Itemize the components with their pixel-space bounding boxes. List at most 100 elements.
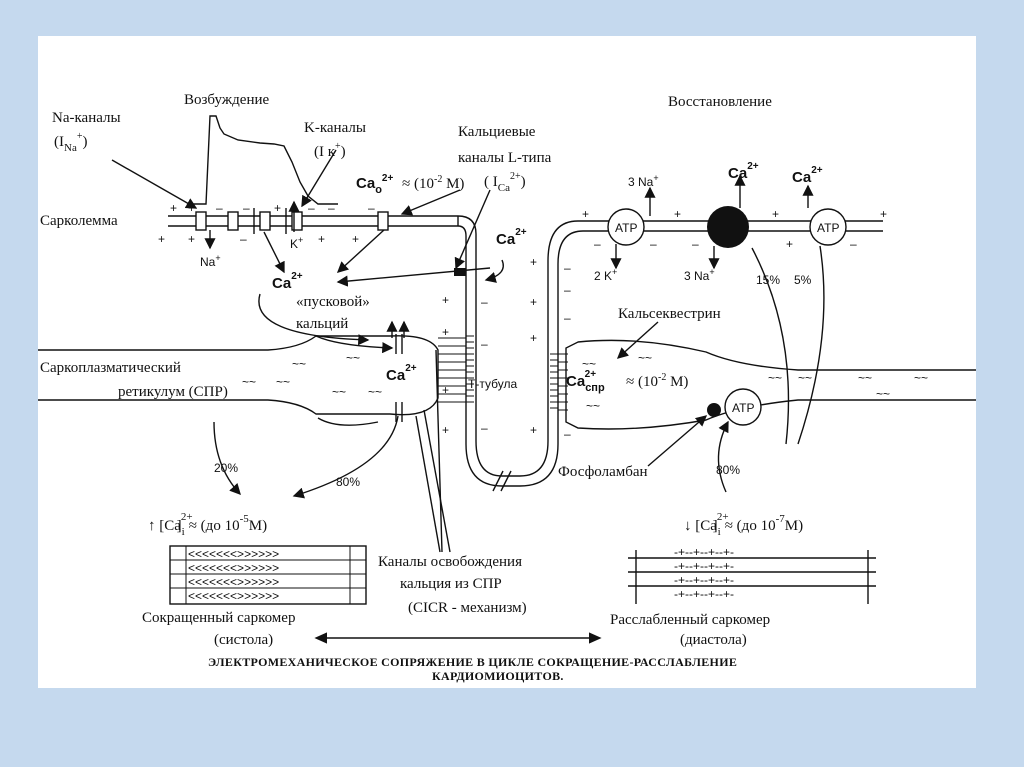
svg-text:+: + — [188, 232, 195, 246]
pct80-left-label: 80% — [336, 475, 360, 489]
svg-text:–: – — [243, 201, 250, 215]
svg-text:Na-каналы: Na-каналы — [52, 110, 121, 126]
pct20-label: 20% — [214, 461, 238, 475]
svg-text:+: + — [188, 201, 195, 215]
svg-text:-+--+--+--+-: -+--+--+--+- — [674, 587, 734, 601]
svg-text:<<<<<<<>>>>>>: <<<<<<<>>>>>> — [188, 575, 279, 589]
svg-text:–: – — [564, 311, 571, 325]
three-na-out-label: 3 Na+ — [628, 173, 659, 189]
svg-text:кальций: кальций — [296, 316, 348, 332]
svg-text:-+--+--+--+-: -+--+--+--+- — [674, 573, 734, 587]
ca-trigger-label: Ca2+ — [272, 271, 303, 292]
ca-high-label: ↑ [Ca2+]i≈ (до 10-5М) — [148, 511, 267, 538]
svg-text:–: – — [692, 237, 699, 251]
three-na-in-label: 3 Na+ — [684, 267, 715, 283]
svg-text:~~: ~~ — [276, 375, 290, 389]
svg-text:+: + — [530, 423, 537, 437]
svg-text:+: + — [318, 232, 325, 246]
t-tubule-label: Т-тубула — [468, 377, 517, 391]
svg-text:Расслабленный саркомер: Расслабленный саркомер — [610, 612, 770, 628]
svg-text:(I к+): (I к+) — [314, 141, 346, 160]
svg-text:~~: ~~ — [876, 387, 890, 401]
svg-text:~~: ~~ — [638, 351, 652, 365]
svg-text:≈ (10-2 М): ≈ (10-2 М) — [626, 372, 688, 390]
svg-text:+: + — [530, 255, 537, 269]
svg-text:↑ [Ca2+]i≈ (до 10-5М): ↑ [Ca2+]i≈ (до 10-5М) — [148, 511, 267, 538]
svg-text:+: + — [786, 237, 793, 251]
calsequestrin-label: Кальсеквестрин — [618, 306, 721, 322]
svg-text:–: – — [564, 427, 571, 441]
trigger-calcium-label: «пусковой» кальций — [296, 294, 370, 332]
svg-text:( ICa2+): ( ICa2+) — [484, 171, 526, 194]
svg-text:+: + — [582, 207, 589, 221]
svg-text:ретикулум (СПР): ретикулум (СПР) — [118, 384, 228, 400]
svg-text:~~: ~~ — [242, 375, 256, 389]
svg-text:~~: ~~ — [368, 385, 382, 399]
svg-text:–: – — [481, 337, 488, 351]
svg-text:+: + — [274, 201, 281, 215]
ca-spr-left-label: Ca2+ — [386, 363, 417, 384]
svg-text:+: + — [442, 293, 449, 307]
svg-text:Сокращенный саркомер: Сокращенный саркомер — [142, 610, 295, 626]
excitation-contraction-diagram: ++ –– +– –– ++ –+ + +– +– — [38, 92, 976, 683]
svg-text:-+--+--+--+-: -+--+--+--+- — [674, 545, 734, 559]
svg-text:+: + — [442, 383, 449, 397]
svg-text:<<<<<<<>>>>>>: <<<<<<<>>>>>> — [188, 589, 279, 603]
phospholamban-dot — [707, 403, 721, 417]
ca-low-label: ↓ [Ca2+]i≈ (до 10-7М) — [684, 511, 803, 538]
contracted-label: Сокращенный саркомер (систола) — [142, 610, 295, 648]
svg-text:Кальциевые: Кальциевые — [458, 124, 536, 140]
slide-panel: ++ –– +– –– ++ –+ + +– +– — [38, 36, 976, 688]
svg-text:–: – — [481, 295, 488, 309]
svg-text:<<<<<<<>>>>>>: <<<<<<<>>>>>> — [188, 561, 279, 575]
svg-text:~~: ~~ — [332, 385, 346, 399]
atp-label-serca: ATP — [732, 401, 754, 415]
atp-label-nak: ATP — [615, 221, 637, 235]
svg-text:–: – — [328, 201, 335, 215]
k-ion-label: K+ — [290, 235, 303, 251]
svg-text:(систола): (систола) — [214, 632, 273, 648]
svg-text:~~: ~~ — [914, 371, 928, 385]
svg-text:–: – — [308, 201, 315, 215]
svg-text:–: – — [240, 232, 247, 246]
sarcolemma-membrane: ++ –– +– –– ++ –+ + — [158, 201, 459, 246]
ca-pmca-label: Ca2+ — [792, 165, 823, 186]
svg-text:–: – — [594, 237, 601, 251]
phospholamban-label: Фосфоламбан — [558, 464, 648, 480]
svg-text:каналы L-типа: каналы L-типа — [458, 150, 552, 166]
ca-spr-label: Caспр2+ ≈ (10-2 М) — [566, 369, 688, 394]
ca-atpase-pump-membrane — [809, 208, 847, 246]
svg-text:–: – — [564, 283, 571, 297]
svg-text:кальция из СПР: кальция из СПР — [400, 576, 502, 592]
svg-text:≈ (10-2 М): ≈ (10-2 М) — [402, 174, 464, 192]
svg-text:↓ [Ca2+]i≈ (до 10-7М): ↓ [Ca2+]i≈ (до 10-7М) — [684, 511, 803, 538]
pct5-label: 5% — [794, 273, 812, 287]
excitation-label: Возбуждение — [184, 92, 270, 108]
svg-text:-+--+--+--+-: -+--+--+--+- — [674, 559, 734, 573]
action-potential-trace — [188, 115, 338, 205]
svg-text:(CICR - механизм): (CICR - механизм) — [408, 600, 527, 616]
t-tubule: +– +– +– + +– +– +– +– — [442, 215, 883, 492]
sr-right: ~~~~ ~~~~ ~~~~ ~~~~ — [558, 339, 976, 430]
svg-text:K-каналы: K-каналы — [304, 120, 366, 136]
svg-text:«пусковой»: «пусковой» — [296, 294, 370, 310]
na-ion-label: Na+ — [200, 253, 221, 269]
svg-text:+: + — [442, 325, 449, 339]
svg-text:~~: ~~ — [582, 357, 596, 371]
svg-text:Каналы освобождения: Каналы освобождения — [378, 554, 522, 570]
svg-text:ЭЛЕКТРОМЕХАНИЧЕСКОЕ СОПРЯЖЕНИЕ: ЭЛЕКТРОМЕХАНИЧЕСКОЕ СОПРЯЖЕНИЕ В ЦИКЛЕ С… — [208, 655, 737, 669]
svg-text:КАРДИОМИОЦИТОВ.: КАРДИОМИОЦИТОВ. — [432, 669, 564, 683]
svg-text:+: + — [442, 423, 449, 437]
flow-arrows — [111, 149, 825, 644]
serca-pump — [724, 388, 762, 426]
ca-channels-label: Кальциевые каналы L-типа ( ICa2+) — [458, 124, 552, 194]
recovery-label: Восстановление — [668, 94, 772, 110]
svg-text:~~: ~~ — [798, 371, 812, 385]
two-k-label: 2 K+ — [594, 267, 617, 283]
svg-text:Caспр2+: Caспр2+ — [566, 369, 605, 394]
svg-text:+: + — [772, 207, 779, 221]
relaxed-label: Расслабленный саркомер (диастола) — [610, 612, 770, 648]
svg-text:Саркоплазматический: Саркоплазматический — [40, 360, 181, 376]
k-channels-label: K-каналы (I к+) — [304, 120, 366, 160]
na-k-atpase-pump — [607, 208, 645, 246]
